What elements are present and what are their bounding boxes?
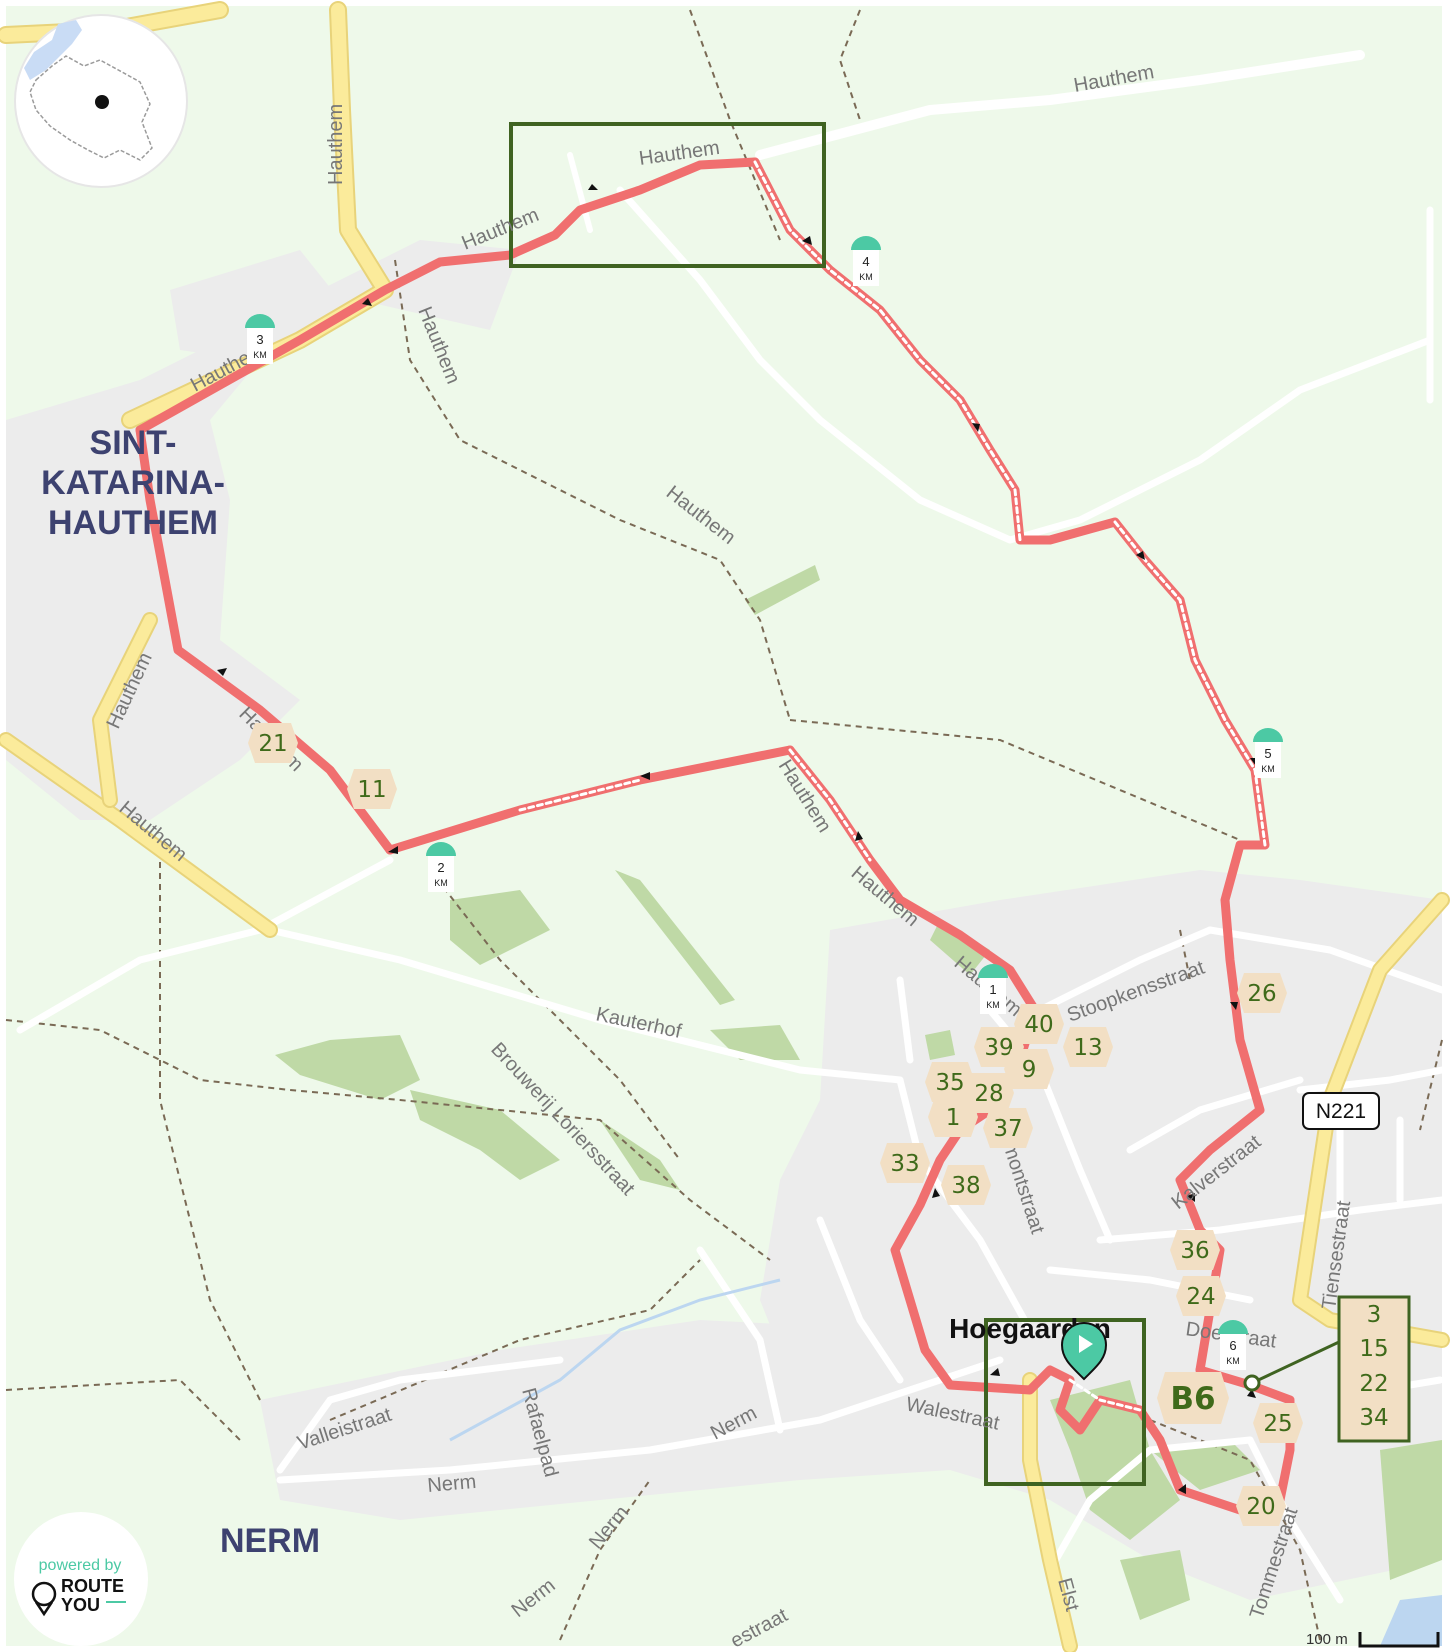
direction-arrows xyxy=(217,184,1258,1494)
svg-text:1: 1 xyxy=(989,982,996,997)
scale-bar-label: 100 m xyxy=(1306,1631,1348,1648)
route-pin-icon xyxy=(31,1581,57,1607)
km-markers: 1 KM 2 KM 3 KM 4 KM 5 KM xyxy=(245,236,1283,1370)
node-38[interactable]: 38 xyxy=(941,1165,991,1205)
network-nodes[interactable]: 21 11 26 40 13 39 9 35 xyxy=(248,723,1303,1526)
svg-text:21: 21 xyxy=(258,731,287,757)
svg-text:11: 11 xyxy=(357,777,386,803)
km-marker-6: 6 KM xyxy=(1218,1320,1248,1370)
start-marker[interactable] xyxy=(1060,1322,1108,1381)
node-20[interactable]: 20 xyxy=(1236,1486,1286,1526)
stream xyxy=(449,1278,781,1442)
node-36[interactable]: 36 xyxy=(1170,1230,1220,1270)
node-40[interactable]: 40 xyxy=(1014,1004,1064,1044)
road-label-hauthem: Hauthem xyxy=(325,104,347,185)
node-stack-item: 15 xyxy=(1359,1336,1388,1362)
node-28[interactable]: 28 xyxy=(964,1073,1014,1113)
node-1[interactable]: 1 xyxy=(928,1097,978,1137)
node-24[interactable]: 24 xyxy=(1176,1276,1226,1316)
routeyou-logo[interactable]: powered by ROUTE YOU xyxy=(14,1512,148,1646)
node-21[interactable]: 21 xyxy=(248,723,298,763)
node-33[interactable]: 33 xyxy=(880,1143,930,1183)
node-stack-item: 3 xyxy=(1367,1302,1382,1328)
svg-text:35: 35 xyxy=(935,1070,964,1096)
svg-text:38: 38 xyxy=(951,1173,980,1199)
km-marker-2: 2 KM xyxy=(426,842,456,892)
belgium-outline xyxy=(29,55,153,161)
pond xyxy=(1380,1595,1442,1646)
location-dot xyxy=(95,95,109,109)
svg-text:28: 28 xyxy=(974,1081,1003,1107)
node-stack-item: 34 xyxy=(1359,1405,1388,1431)
svg-text:KM: KM xyxy=(1261,764,1275,774)
node-35[interactable]: 35 xyxy=(925,1062,975,1102)
brand-route: ROUTE xyxy=(61,1576,124,1596)
svg-text:KM: KM xyxy=(434,878,448,888)
node-25[interactable]: 25 xyxy=(1253,1403,1303,1443)
svg-text:4: 4 xyxy=(862,254,869,269)
node-9[interactable]: 9 xyxy=(1004,1049,1054,1089)
km-marker-3: 3 KM xyxy=(245,314,275,364)
node-11[interactable]: 11 xyxy=(347,769,397,809)
svg-text:40: 40 xyxy=(1024,1012,1053,1038)
svg-text:1: 1 xyxy=(946,1105,961,1131)
place-label-sint-katarina-3: HAUTHEM xyxy=(48,504,218,542)
svg-text:33: 33 xyxy=(890,1151,919,1177)
node-13[interactable]: 13 xyxy=(1063,1027,1113,1067)
svg-text:KM: KM xyxy=(253,350,267,360)
node-stack-item: 22 xyxy=(1359,1371,1388,1397)
svg-text:25: 25 xyxy=(1263,1411,1292,1437)
scale-bar: 100 m xyxy=(1306,1631,1440,1648)
place-label-nerm: NERM xyxy=(220,1522,320,1560)
play-icon xyxy=(1079,1335,1093,1353)
svg-text:KM: KM xyxy=(859,272,873,282)
highlight-box-north xyxy=(509,122,826,268)
highlight-box-town xyxy=(984,1318,1146,1486)
node-stack-callout[interactable]: 3 15 22 34 xyxy=(1243,1295,1411,1443)
svg-text:37: 37 xyxy=(993,1116,1022,1142)
km-marker-5: 5 KM xyxy=(1253,728,1283,778)
place-label-sint-katarina-1: SINT- xyxy=(90,424,177,462)
km-marker-4: 4 KM xyxy=(851,236,881,286)
svg-text:20: 20 xyxy=(1246,1494,1275,1520)
brand-you: YOU xyxy=(61,1595,100,1615)
svg-text:KM: KM xyxy=(1226,1356,1240,1366)
svg-text:5: 5 xyxy=(1264,746,1271,761)
svg-text:26: 26 xyxy=(1247,981,1276,1007)
svg-text:6: 6 xyxy=(1229,1338,1236,1353)
svg-text:13: 13 xyxy=(1073,1035,1102,1061)
svg-text:9: 9 xyxy=(1022,1057,1037,1083)
svg-text:KM: KM xyxy=(986,1000,1000,1010)
overview-inset-map[interactable] xyxy=(14,14,188,188)
svg-text:24: 24 xyxy=(1186,1284,1215,1310)
svg-text:3: 3 xyxy=(256,332,263,347)
brand-powered-by: powered by xyxy=(39,1557,122,1574)
node-26[interactable]: 26 xyxy=(1237,973,1287,1013)
node-b6[interactable]: B6 xyxy=(1157,1372,1229,1424)
svg-text:2: 2 xyxy=(437,860,444,875)
place-labels: SINT- KATARINA- HAUTHEM NERM Hoegaarden xyxy=(41,424,1111,1560)
svg-text:36: 36 xyxy=(1180,1238,1209,1264)
route-shield-label: N221 xyxy=(1316,1100,1366,1123)
road-label-nerm: Nerm xyxy=(427,1471,478,1497)
svg-text:B6: B6 xyxy=(1170,1381,1215,1417)
node-37[interactable]: 37 xyxy=(983,1108,1033,1148)
route-shield-n221: N221 xyxy=(1302,1092,1380,1130)
place-label-sint-katarina-2: KATARINA- xyxy=(41,464,225,502)
km-marker-1: 1 KM xyxy=(978,964,1008,1014)
